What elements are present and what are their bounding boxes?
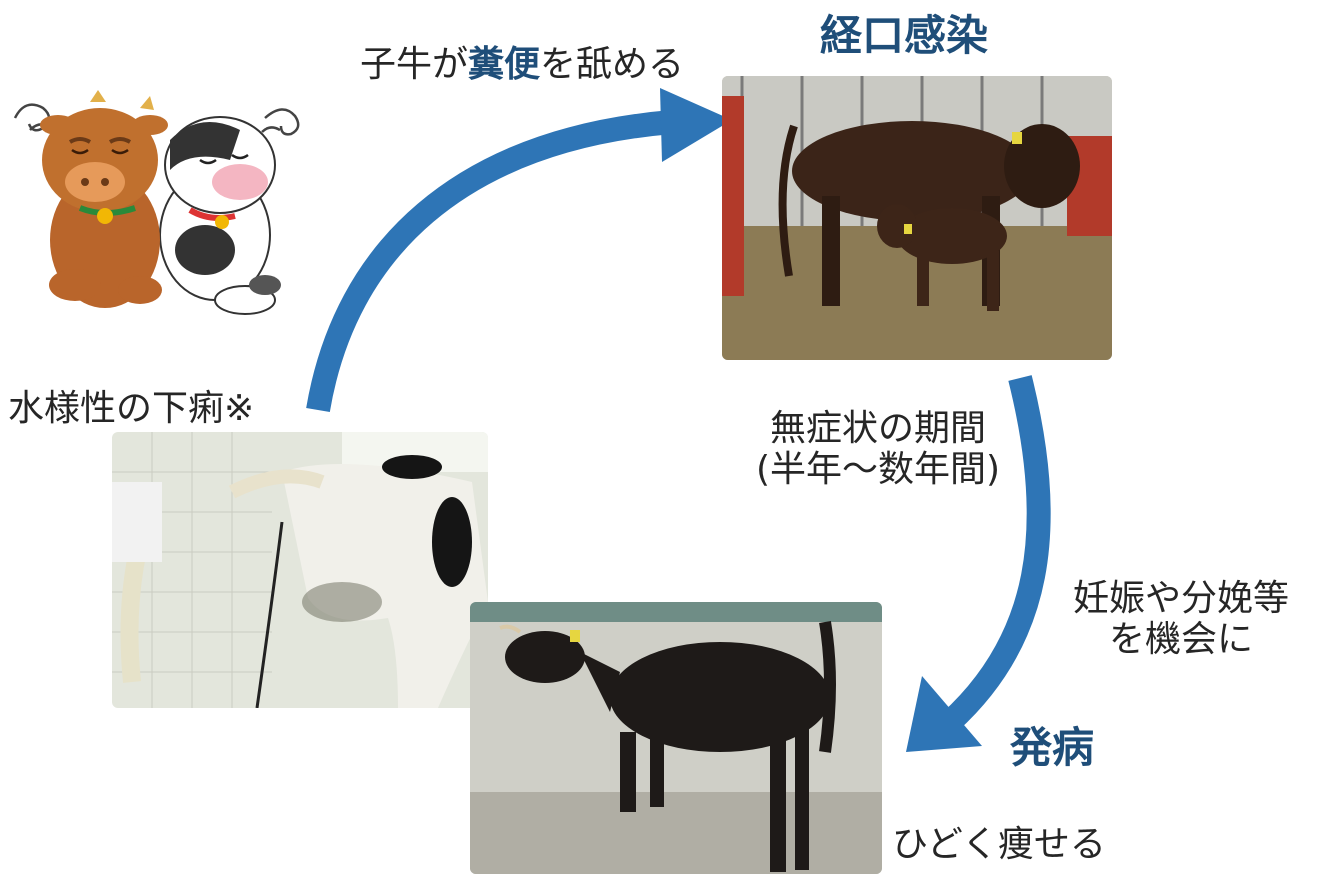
onset-title: 発病 — [1010, 723, 1095, 772]
emaciated-cow-photo-art — [470, 602, 882, 874]
asymptomatic-period-label: 無症状の期間 (半年～数年間) — [728, 408, 1028, 491]
emaciated-cow-photo — [470, 602, 882, 874]
trigger-line1: 妊娠や分娩等 — [1072, 578, 1289, 619]
arrow-to-onset — [941, 375, 1051, 731]
cow-calf-photo-art — [722, 76, 1112, 360]
diarrhea-cow-photo — [112, 432, 488, 708]
cow-calf-photo — [722, 76, 1112, 360]
arrow-head-oral-infection — [660, 88, 732, 162]
emaciation-label: ひどく痩せる — [892, 824, 1106, 865]
trigger-line2: を機会に — [1108, 619, 1253, 661]
arrow-to-oral-infection — [306, 110, 674, 413]
trigger-label: 妊娠や分娩等 を機会に — [1050, 578, 1312, 661]
calf-licks-highlight: 糞便 — [468, 44, 541, 85]
oral-infection-title: 経口感染 — [820, 11, 989, 60]
arrow-head-onset — [906, 676, 982, 752]
calf-licks-suffix: を舐める — [540, 44, 685, 85]
calf-licks-feces-label: 子牛が糞便を舐める — [360, 44, 684, 85]
diarrhea-label: 水様性の下痢※ — [8, 388, 255, 429]
calf-licks-prefix: 子牛が — [360, 44, 469, 85]
diarrhea-cow-photo-art — [112, 432, 488, 708]
asymptomatic-line1: 無症状の期間 — [769, 408, 986, 449]
asymptomatic-line2: (半年～数年間) — [755, 449, 1001, 491]
